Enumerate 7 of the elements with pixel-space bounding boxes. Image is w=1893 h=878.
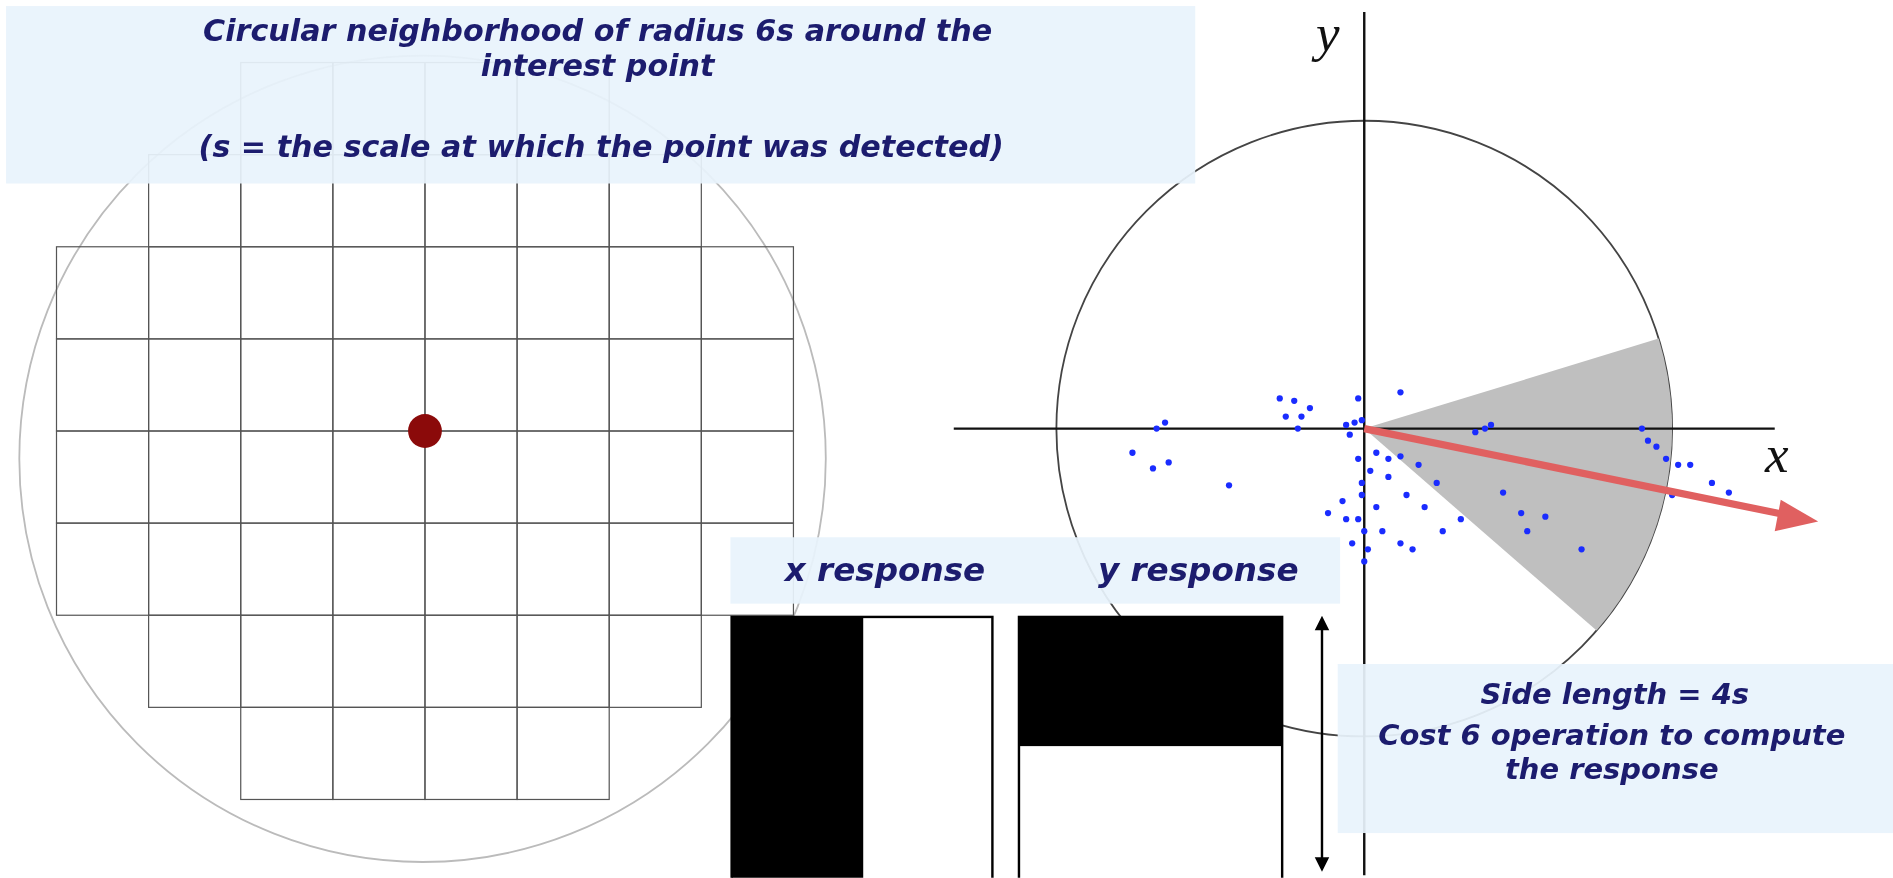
note-text: Cost 6 operation to compute the response	[1377, 719, 1847, 787]
filter-label: x response	[782, 550, 987, 588]
note-text: Circular neighborhood of radius 6s around the interest point	[202, 14, 994, 84]
note-text: Side length = 4s	[1479, 678, 1751, 712]
axis-label: x	[1765, 428, 1790, 482]
filter-label: y response	[1096, 550, 1300, 588]
note-text: (s = the scale at which the point was detected)	[197, 130, 1005, 166]
